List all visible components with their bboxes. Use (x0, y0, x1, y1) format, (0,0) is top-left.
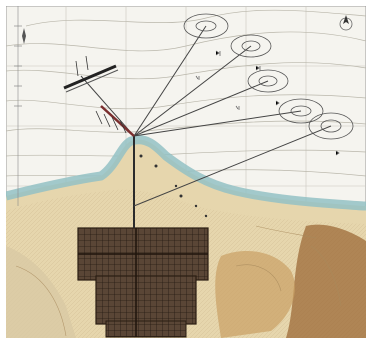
radial-lines (80, 25, 332, 207)
coastline-water (6, 135, 366, 211)
town-grid (77, 227, 209, 338)
north-arrow-icon (339, 15, 353, 31)
left-scale-column (14, 6, 22, 206)
terrain-contours (15, 225, 342, 337)
target-markers (183, 13, 354, 140)
terrain-dark (286, 224, 366, 338)
landmark-points (139, 154, 208, 218)
jetty-structure (63, 55, 135, 137)
annotation-marks (195, 50, 340, 156)
compass-rose-icon (22, 28, 26, 44)
terrain-mid (215, 251, 295, 338)
map-figure (6, 6, 366, 338)
